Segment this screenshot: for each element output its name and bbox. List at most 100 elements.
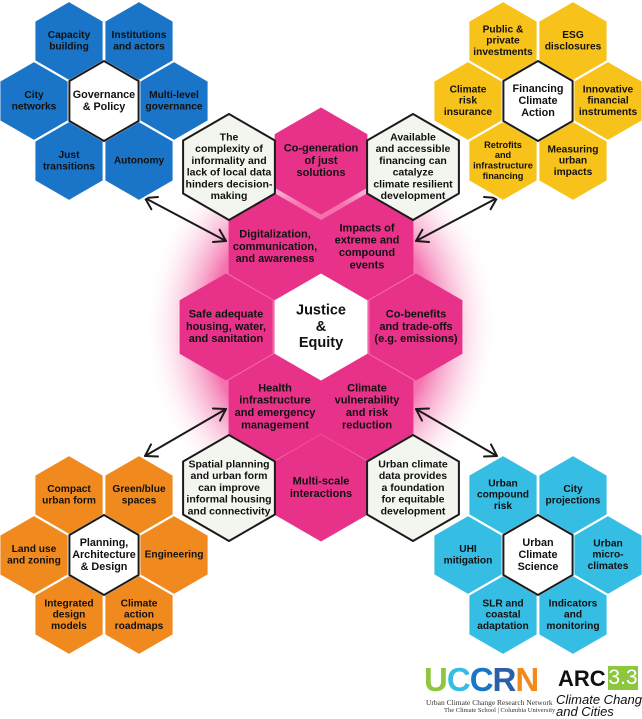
justice-theme-multiscale-text: Multi-scale [293, 476, 350, 488]
connector-hex-urbandata-text: a foundation [382, 482, 445, 494]
justice-theme-cobenefits-text: (e.g. emissions) [374, 333, 457, 345]
cluster-finance-center-text: Climate [518, 95, 557, 107]
cluster-governance-justtransitions-text: transitions [43, 161, 95, 172]
justice-theme-digitalization-text: and awareness [236, 253, 315, 265]
connector-hex-informality-text: informality and [191, 155, 266, 167]
connector-hex-informality-text: making [211, 190, 248, 202]
justice-theme-multiscale-text: interactions [290, 488, 352, 500]
justice-theme-impacts-text: events [350, 259, 385, 271]
connector-hex-informality-text: The [220, 131, 239, 143]
cluster-science-projections-text: projections [546, 495, 601, 506]
cluster-science-microclimates-text: micro- [592, 550, 623, 561]
cluster-planning-center-text: Planning, [80, 537, 129, 549]
connector-hex-financing-text: Available [390, 131, 436, 143]
cluster-planning-center-text: Architecture [72, 549, 136, 561]
cluster-finance-publicprivate-text: private [486, 36, 520, 47]
cluster-finance-innovative-text: Innovative [583, 84, 634, 95]
cluster-finance-innovative-text: financial [587, 96, 628, 107]
cluster-governance-institutions-text: Institutions [112, 30, 167, 41]
arrow-science-to-justice [415, 407, 498, 458]
cluster-planning-compact-text: urban form [42, 495, 96, 506]
cluster-finance-innovative-text: instruments [579, 107, 638, 118]
arrow-planning-to-justice [144, 407, 227, 458]
cluster-finance-retrofits-text: financing [483, 171, 524, 181]
uccrn-logo: UCCRN [424, 661, 539, 698]
cluster-planning-roadmaps-text: Climate [121, 598, 158, 609]
cluster-finance-climaterisk-text: risk [459, 96, 477, 107]
cluster-governance-multilevel-text: Multi-level [149, 90, 199, 101]
cluster-finance-center-text: Financing [513, 83, 564, 95]
cluster-planning-integrated-text: Integrated [44, 598, 93, 609]
connector-hex-financing-text: financing can [379, 155, 447, 167]
justice-theme-vulnerability-text: and risk [346, 407, 389, 419]
cluster-planning-compact-text: Compact [47, 484, 91, 495]
connector-hex-urbandata-text: Urban climate [378, 458, 448, 470]
connector-hex-financing-text: development [381, 190, 446, 202]
connector-hex-financing-text: catalyze [393, 167, 434, 179]
footer-logos: UCCRN Urban Climate Change Research Netw… [418, 660, 642, 719]
justice-equity-center-text: Justice [296, 303, 346, 319]
cluster-science-uhi-text: UHI [459, 544, 477, 555]
justice-theme-housing-text: and sanitation [189, 333, 264, 345]
connector-hex-urbandata-text: development [381, 505, 446, 517]
justice-theme-digitalization-text: Digitalization, [239, 229, 311, 241]
cluster-planning-greenblue-text: spaces [122, 495, 157, 506]
cluster-science-microclimates-text: climates [588, 561, 629, 572]
cluster-governance-autonomy-text: Autonomy [114, 156, 165, 167]
justice-equity-center-text: Equity [299, 335, 343, 351]
cluster-science-compoundrisk-text: risk [494, 501, 512, 512]
connector-hex-spatial-text: and urban form [190, 470, 267, 482]
justice-theme-housing-text: Safe adequate [189, 309, 264, 321]
cluster-planning-roadmaps-text: roadmaps [115, 621, 164, 632]
cluster-science-center-text: Climate [518, 549, 557, 561]
connector-hex-urbandata-text: data provides [379, 470, 447, 482]
cluster-science-projections-text: City [563, 484, 583, 495]
arc-logo-number: 3.3 [608, 666, 638, 690]
cluster-planning-integrated-text: models [51, 621, 87, 632]
cluster-science-slr-text: SLR and [482, 598, 523, 609]
cluster-planning-center-text: & Design [81, 561, 128, 573]
cluster-governance-center: Governance& Policy [68, 60, 140, 142]
connector-hex-informality-text: hinders decision- [186, 178, 273, 190]
justice-theme-health-text: infrastructure [239, 395, 311, 407]
cluster-governance-capacity-text: Capacity [48, 30, 91, 41]
justice-theme-health-text: management [241, 419, 309, 431]
connector-hex-spatial-text: Spatial planning [188, 458, 269, 470]
cluster-planning-center: Planning,Architecture& Design [68, 514, 140, 596]
justice-theme-cobenefits-text: Co-benefits [386, 309, 447, 321]
justice-theme-impacts-text: Impacts of [339, 222, 394, 234]
cluster-finance-esg-text: ESG [562, 30, 584, 41]
cluster-science-indicators-text: Indicators [549, 598, 598, 609]
justice-theme-cogeneration-text: solutions [297, 167, 346, 179]
uccrn-letter: R [492, 661, 517, 698]
connector-hex-informality-text: complexity of [195, 143, 263, 155]
connector-hex-spatial-text: and connectivity [188, 505, 271, 517]
uccrn-affiliation: The Climate School | Columbia University [444, 707, 556, 714]
arc-subtitle-line2: and Cities [556, 704, 614, 719]
cluster-science-slr-text: adaptation [477, 621, 529, 632]
cluster-science-indicators-text: and [564, 610, 582, 621]
justice-theme-vulnerability-text: reduction [342, 419, 392, 431]
justice-equity-center: Justice&Equity [274, 273, 368, 381]
cluster-finance-retrofits-text: Retrofits [484, 140, 522, 150]
justice-theme-digitalization: Digitalization,communication,and awarene… [228, 193, 322, 301]
cluster-science-compoundrisk-text: compound [477, 490, 529, 501]
cluster-governance-center-text: Governance [73, 89, 135, 101]
uccrn-letter: N [515, 661, 539, 698]
justice-theme-vulnerability-text: vulnerability [335, 395, 401, 407]
cluster-finance-retrofits-text: and [495, 150, 511, 160]
